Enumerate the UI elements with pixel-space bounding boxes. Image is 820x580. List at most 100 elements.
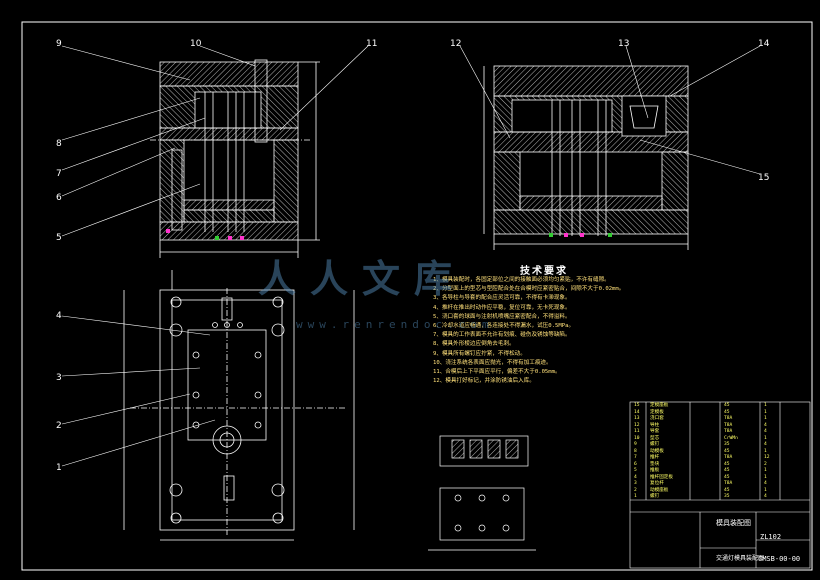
front-section-view	[150, 59, 320, 258]
parts-table-cell-mat: 45	[724, 403, 730, 408]
parts-table-cell-mat: T8A	[724, 481, 733, 486]
parts-table-cell-no: 2	[634, 487, 637, 493]
parts-table-cell-name: 动模座板	[650, 487, 669, 493]
parts-table-cell-qty: 4	[764, 422, 767, 428]
callout-11: 11	[366, 39, 377, 49]
title-block-model: ZL102	[760, 533, 782, 541]
callout-1: 1	[56, 463, 62, 473]
parts-table-cell-name: 推板	[650, 468, 660, 473]
callout-8: 8	[56, 139, 62, 149]
parts-table-cell-mat: 45	[724, 474, 730, 480]
parts-table-cell-qty: 4	[764, 442, 767, 447]
parts-table-cell-name: 动模板	[650, 448, 664, 454]
title-block-drawing-code: CMSB-00-00	[758, 555, 801, 563]
callout-2: 2	[56, 421, 62, 431]
parts-table-cell-no: 9	[634, 442, 637, 447]
parts-table-cell-name: 推杆固定板	[650, 474, 673, 480]
parts-table-cell-no: 3	[634, 481, 637, 486]
parts-table-cell-mat: T8A	[724, 416, 733, 421]
tech-requirement-item: 9、模具所有螺钉应拧紧，不得松动。	[433, 350, 526, 357]
parts-table-cell-mat: 45	[724, 468, 730, 473]
parts-table-cell-name: 螺钉	[650, 442, 660, 447]
parts-table-cell-qty: 4	[764, 429, 767, 434]
parts-table-cell-no: 13	[634, 416, 640, 421]
parts-table-cell-name: 导柱	[650, 422, 660, 428]
tech-requirements-list: 1、模具装配时，各固定部位之间的接触面必须均匀紧贴，不许有缝隙。2、分型面上的型…	[433, 276, 733, 386]
parts-table-cell-qty: 1	[764, 435, 767, 441]
title-block-grid	[629, 401, 811, 569]
parts-table-cell-qty: 12	[764, 455, 770, 460]
parts-table-cell-mat: T8A	[724, 455, 733, 460]
parts-table-cell-name: 复位杆	[650, 481, 664, 486]
tech-requirement-item: 8、模具外形棱边应倒角去毛刺。	[433, 341, 515, 348]
callout-labels: 9 10 11 8 7 6 5 12 13 14 15 4 3 2 1	[56, 39, 770, 473]
part-views	[428, 435, 536, 551]
parts-table-cell-name: 垫块	[650, 461, 660, 467]
parts-table-cell-no: 7	[634, 455, 637, 460]
tech-requirement-item: 6、冷却水道应畅通，各连接处不得漏水，试压0.5MPa。	[433, 323, 575, 330]
parts-table-cell-no: 10	[634, 435, 640, 441]
tech-requirement-item: 12、模具打好标记，并涂防锈油后入库。	[433, 378, 535, 385]
parts-table-cell-mat: 35	[724, 494, 730, 499]
parts-table-cell-qty: 1	[764, 474, 767, 480]
parts-table-cell-name: 定模板	[650, 409, 664, 415]
watermark-text: 人人文库	[258, 256, 467, 301]
tech-requirement-item: 7、模具的工作表面不允许有划痕、碰伤及锈蚀等缺陷。	[433, 332, 571, 339]
parts-table-cell-name: 型芯	[650, 435, 660, 441]
parts-table-cell-qty: 2	[764, 461, 767, 467]
parts-table-cell-no: 12	[634, 422, 640, 428]
parts-table-cell-no: 5	[634, 468, 637, 473]
tech-requirement-item: 10、浇注系统各表面应抛光，不得有加工痕迹。	[433, 359, 552, 366]
parts-table-cell-mat: T8A	[724, 429, 733, 434]
tech-requirements-title: 技术要求	[520, 266, 568, 277]
tech-requirement-item: 5、浇口套的球面与注射机喷嘴应紧密配合，不得溢料。	[433, 313, 571, 320]
parts-table-cell-qty: 1	[764, 403, 767, 408]
parts-table-cell-mat: 45	[724, 487, 730, 493]
parts-table-cell-qty: 4	[764, 481, 767, 486]
callout-3: 3	[56, 373, 62, 383]
parts-table-cell-qty: 1	[764, 468, 767, 473]
parts-table-cell-name: 推杆	[650, 455, 660, 460]
callout-12: 12	[450, 39, 461, 49]
callout-4: 4	[56, 311, 62, 321]
tech-requirement-item: 2、分型面上的型芯与型腔配合处在合模时应紧密贴合，间隙不大于0.02mm。	[433, 286, 625, 293]
side-section-view	[483, 65, 689, 250]
parts-table-cell-name: 螺钉	[650, 494, 660, 499]
tech-requirement-item: 11、合模后上下平面应平行，偏差不大于0.05mm。	[433, 369, 561, 376]
parts-table-cell-mat: CrWMn	[724, 435, 738, 441]
tech-requirement-item: 4、推杆在推出时动作应平稳，复位可靠，无卡死现象。	[433, 304, 571, 311]
parts-table-cell-mat: 35	[724, 442, 730, 447]
callout-10: 10	[190, 39, 202, 49]
parts-table-cell-no: 1	[634, 494, 637, 499]
callout-9: 9	[56, 39, 62, 49]
watermark-url: www.renrendoc.com	[296, 318, 494, 331]
parts-table-cell-qty: 1	[764, 416, 767, 421]
parts-table-cell-mat: 45	[724, 409, 730, 415]
parts-table-cell-name: 浇口套	[650, 416, 664, 421]
parts-table-cell-name: 导套	[650, 429, 660, 434]
parts-table-cell-mat: 45	[724, 448, 730, 454]
parts-table-cell-qty: 1	[764, 409, 767, 415]
callout-6: 6	[56, 193, 62, 203]
parts-table-cell-no: 15	[634, 403, 640, 408]
title-block-drawing-title: 模具装配图	[716, 519, 751, 527]
callout-13: 13	[618, 39, 629, 49]
parts-table-cell-qty: 1	[764, 448, 767, 454]
parts-table-cell-mat: 45	[724, 461, 730, 467]
tech-requirement-item: 3、各导柱与导套的配合应灵活可靠，不得有卡滞现象。	[433, 295, 571, 302]
callout-15: 15	[758, 173, 769, 183]
callout-7: 7	[56, 169, 62, 179]
callout-5: 5	[56, 233, 62, 243]
parts-table-cell-qty: 1	[764, 487, 767, 493]
leader-lines	[61, 45, 761, 467]
parts-table-cell-no: 6	[634, 461, 637, 467]
parts-table-cell-name: 定模座板	[650, 403, 669, 408]
front-view-accents	[166, 229, 244, 240]
parts-table-cell-no: 11	[634, 429, 640, 434]
parts-table-cell-no: 8	[634, 448, 637, 454]
plan-view	[123, 270, 355, 541]
sheet-border	[21, 21, 813, 571]
callout-14: 14	[758, 39, 770, 49]
parts-table-cell-no: 4	[634, 474, 637, 480]
